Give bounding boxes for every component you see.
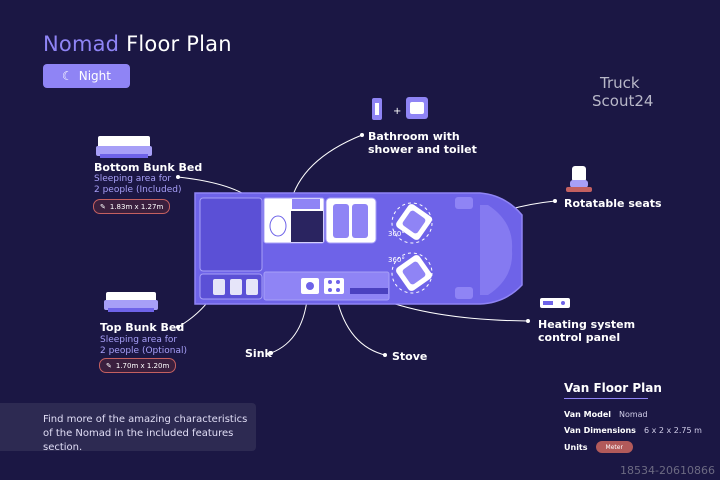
watermark: 18534-20610866 xyxy=(620,464,715,477)
control-panel-icon xyxy=(540,298,570,308)
stove-label: Stove xyxy=(392,350,428,363)
sink-label: Sink xyxy=(245,347,272,360)
seat-icon xyxy=(566,166,592,192)
units-toggle-button[interactable]: Meter xyxy=(595,441,633,453)
rotation-label-bottom: 360° xyxy=(388,256,405,264)
info-box: Find more of the amazing characteristics… xyxy=(0,403,256,453)
specs-divider xyxy=(564,398,648,399)
bottom-bunk-icon xyxy=(96,136,152,158)
top-bunk-desc-2: 2 people (Optional) xyxy=(100,346,188,356)
van-body: 360° 360° xyxy=(194,192,523,305)
specs-title: Van Floor Plan xyxy=(564,381,662,395)
ruler-icon: ✎ xyxy=(100,202,106,211)
ruler-icon: ✎ xyxy=(106,361,112,370)
bottom-bunk-dimension-badge: ✎ 1.83m x 1.27m xyxy=(93,199,171,214)
bottom-bunk-desc-1: Sleeping area for xyxy=(94,174,172,184)
bathroom-label-1: Bathroom with xyxy=(368,130,460,143)
moon-icon: ☾ xyxy=(61,69,73,83)
heating-label-1: Heating system xyxy=(538,318,636,331)
shower-icon xyxy=(372,98,382,120)
bottom-bunk-title: Bottom Bunk Bed xyxy=(94,161,203,174)
page-title: Nomad Floor Plan xyxy=(43,32,232,56)
spec-units: Units Meter xyxy=(564,441,633,453)
top-bunk-icon xyxy=(104,292,158,312)
spec-model: Van Model Nomad xyxy=(564,410,648,419)
truckscout-logo: Truck Scout24 xyxy=(592,74,654,110)
bottom-bunk-desc-2: 2 people (Included) xyxy=(94,185,182,195)
night-mode-button[interactable]: ☾ Night xyxy=(43,64,130,88)
plus-sign: + xyxy=(393,106,401,117)
rotatable-seats-label: Rotatable seats xyxy=(564,197,662,210)
rotation-label-top: 360° xyxy=(388,230,405,238)
rotatable-seat-top xyxy=(391,202,433,244)
top-bunk-dimension-badge: ✎ 1.70m x 1.20m xyxy=(99,358,177,373)
toilet-icon xyxy=(406,97,428,119)
spec-dimensions: Van Dimensions 6 x 2 x 2.75 m xyxy=(564,426,702,435)
top-bunk-desc-1: Sleeping area for xyxy=(100,335,178,345)
top-bunk-title: Top Bunk Bed xyxy=(100,321,185,334)
rotatable-seat-bottom xyxy=(391,252,433,294)
heating-label-2: control panel xyxy=(538,331,621,344)
bathroom-label-2: shower and toilet xyxy=(368,143,477,156)
